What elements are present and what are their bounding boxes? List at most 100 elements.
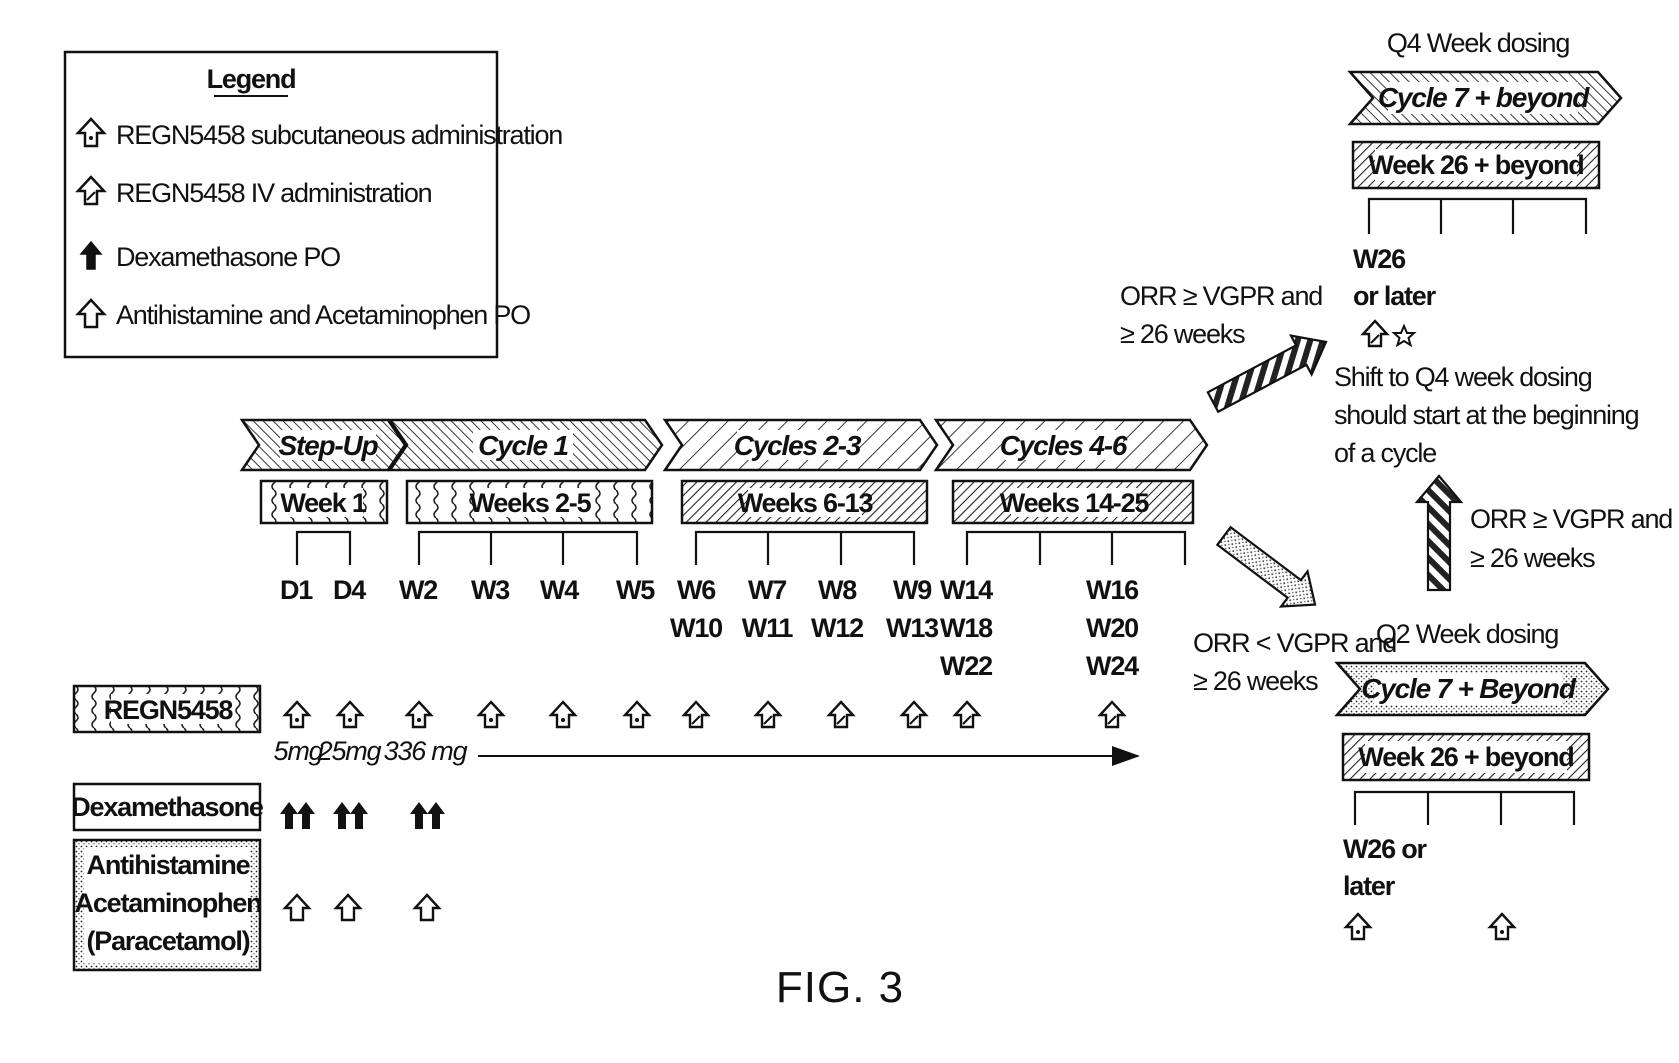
shift-note-line: should start at the beginning bbox=[1334, 400, 1639, 430]
phase-header-cycles-2-3: Cycles 2-3 bbox=[665, 420, 937, 470]
timepoint-label: W3 bbox=[471, 575, 510, 605]
open-arrow-dotted-icon bbox=[625, 702, 649, 727]
row-label-text: Dexamethasone bbox=[71, 792, 264, 822]
transition-label: ORR ≥ VGPR and bbox=[1470, 504, 1672, 534]
open-arrow-dotted-icon bbox=[338, 702, 362, 727]
week-bar-label: Weeks 2-5 bbox=[470, 488, 592, 518]
row-label-dexamethasone: Dexamethasone bbox=[71, 784, 264, 830]
legend-item-label: REGN5458 IV administration bbox=[116, 178, 432, 208]
open-arrow-dotted-icon bbox=[479, 702, 503, 727]
solid-arrow-icon bbox=[280, 802, 298, 829]
timepoint-label-multiline: W14W18W22 bbox=[940, 575, 993, 681]
timepoint-labels: D1 D4 W2 W3 W4 W5 W6W10 W7W11 W8W12 W9W1… bbox=[280, 575, 1139, 681]
transition-label: ORR < VGPR and bbox=[1193, 628, 1396, 658]
timepoint-label-multiline: W6W10 bbox=[670, 575, 722, 643]
q4-cycle-label: Cycle 7 + beyond bbox=[1378, 82, 1590, 113]
row-label-text: REGN5458 bbox=[104, 695, 234, 725]
q2-week-label: Week 26 + beyond bbox=[1358, 742, 1573, 772]
timepoint-label: D4 bbox=[333, 575, 366, 605]
solid-arrow-icon bbox=[333, 802, 351, 829]
open-arrow-dotted-icon bbox=[1346, 914, 1370, 939]
week-bar-label: Weeks 6-13 bbox=[738, 488, 874, 518]
phase-header-label: Cycle 1 bbox=[478, 430, 568, 461]
dose-label: 336 mg bbox=[384, 736, 468, 766]
figure-label: FIG. 3 bbox=[776, 963, 904, 1012]
open-arrow-dotted-icon bbox=[285, 702, 309, 727]
q2-timepoint: W26 or bbox=[1343, 834, 1428, 864]
open-arrow-hatched-icon bbox=[902, 702, 926, 727]
row-label-text: Antihistamine bbox=[87, 850, 251, 880]
star-icon bbox=[1394, 326, 1414, 345]
phase-header-label: Cycles 4-6 bbox=[1000, 430, 1128, 461]
timepoint-label: W5 bbox=[616, 575, 655, 605]
q4-title: Q4 Week dosing bbox=[1387, 28, 1569, 58]
legend: Legend REGN5458 subcutaneous administrat… bbox=[65, 52, 562, 357]
open-arrow-hatched-icon bbox=[955, 702, 979, 727]
week-bar-weeks-14-25: Weeks 14-25 bbox=[953, 481, 1193, 523]
transition-label: ≥ 26 weeks bbox=[1470, 543, 1595, 573]
dexamethasone-dose-arrows bbox=[280, 802, 445, 829]
q4-week-label: Week 26 + beyond bbox=[1368, 150, 1583, 180]
open-arrow-hatched-icon bbox=[684, 702, 708, 727]
row-label-text: (Paracetamol) bbox=[87, 926, 250, 956]
week-bar-week-1: Week 1 bbox=[261, 481, 387, 523]
timepoint-label-multiline: W9W13 bbox=[886, 575, 939, 643]
legend-item-label: Dexamethasone PO bbox=[116, 242, 340, 272]
tick-brackets bbox=[297, 532, 1185, 565]
open-arrow-dotted-icon bbox=[551, 702, 575, 727]
q2-title: Q2 Week dosing bbox=[1376, 619, 1558, 649]
transition-arrow-q2-to-q4 bbox=[1417, 476, 1461, 590]
solid-arrow-icon bbox=[427, 802, 445, 829]
q4-timepoint: or later bbox=[1353, 281, 1437, 311]
open-arrow-dotted-icon bbox=[1490, 914, 1514, 939]
timepoint-label: W2 bbox=[399, 575, 437, 605]
q2-cycle-label: Cycle 7 + Beyond bbox=[1361, 673, 1577, 704]
open-arrow-icon bbox=[285, 895, 309, 920]
solid-arrow-icon bbox=[410, 802, 428, 829]
timepoint-label-multiline: W8W12 bbox=[811, 575, 863, 643]
legend-title: Legend bbox=[207, 64, 296, 94]
week-bar-label: Weeks 14-25 bbox=[1000, 488, 1150, 518]
q4-timepoint: W26 bbox=[1353, 244, 1406, 274]
legend-item-label: REGN5458 subcutaneous administration bbox=[116, 120, 562, 150]
timepoint-label: D1 bbox=[280, 575, 313, 605]
timepoint-label: W4 bbox=[540, 575, 579, 605]
transition-label: ORR ≥ VGPR and bbox=[1120, 281, 1322, 311]
row-label-antihistamine: Antihistamine Acetaminophen (Paracetamol… bbox=[74, 840, 261, 970]
q4-dosing-block: Q4 Week dosing Cycle 7 + beyond Week 26 … bbox=[1350, 28, 1621, 346]
timepoint-label-multiline: W7W11 bbox=[742, 575, 794, 643]
week-bar-weeks-2-5: Weeks 2-5 bbox=[407, 481, 652, 523]
open-arrow-hatched-icon bbox=[829, 702, 853, 727]
legend-item-label: Antihistamine and Acetaminophen PO bbox=[116, 300, 530, 330]
q2-dosing-block: Q2 Week dosing Cycle 7 + Beyond Week 26 … bbox=[1337, 619, 1608, 939]
transition-arrow-to-q2 bbox=[1211, 518, 1329, 622]
q2-timepoint: later bbox=[1343, 871, 1396, 901]
phase-header-step-up: Step-Up bbox=[242, 420, 405, 470]
regn5458-dose-arrows bbox=[285, 702, 1124, 727]
open-arrow-hatched-icon bbox=[756, 702, 780, 727]
transition-label: ≥ 26 weeks bbox=[1193, 666, 1318, 696]
week-bar-weeks-6-13: Weeks 6-13 bbox=[682, 481, 927, 523]
shift-note-line: Shift to Q4 week dosing bbox=[1334, 362, 1592, 392]
antihistamine-dose-arrows bbox=[285, 895, 439, 920]
open-arrow-dotted-icon bbox=[407, 702, 431, 727]
shift-note-line: of a cycle bbox=[1334, 438, 1436, 468]
phase-header-label: Step-Up bbox=[279, 430, 379, 461]
transition-label: ≥ 26 weeks bbox=[1120, 319, 1245, 349]
open-arrow-icon bbox=[415, 895, 439, 920]
week-bar-label: Week 1 bbox=[280, 488, 367, 518]
solid-arrow-icon bbox=[350, 802, 368, 829]
timepoint-label-multiline: W16W20W24 bbox=[1086, 575, 1139, 681]
dose-label: 25mg bbox=[317, 736, 382, 766]
row-label-regn5458: REGN5458 bbox=[74, 686, 260, 732]
phase-header-cycles-4-6: Cycles 4-6 bbox=[936, 420, 1207, 470]
open-arrow-hatched-icon bbox=[1363, 321, 1387, 346]
phase-header-cycle-1: Cycle 1 bbox=[390, 420, 662, 470]
phase-header-label: Cycles 2-3 bbox=[734, 430, 862, 461]
open-arrow-hatched-icon bbox=[1100, 702, 1124, 727]
row-label-text: Acetaminophen bbox=[75, 888, 262, 918]
shift-note: Shift to Q4 week dosing should start at … bbox=[1334, 362, 1639, 468]
solid-arrow-icon bbox=[297, 802, 315, 829]
open-arrow-icon bbox=[336, 895, 360, 920]
